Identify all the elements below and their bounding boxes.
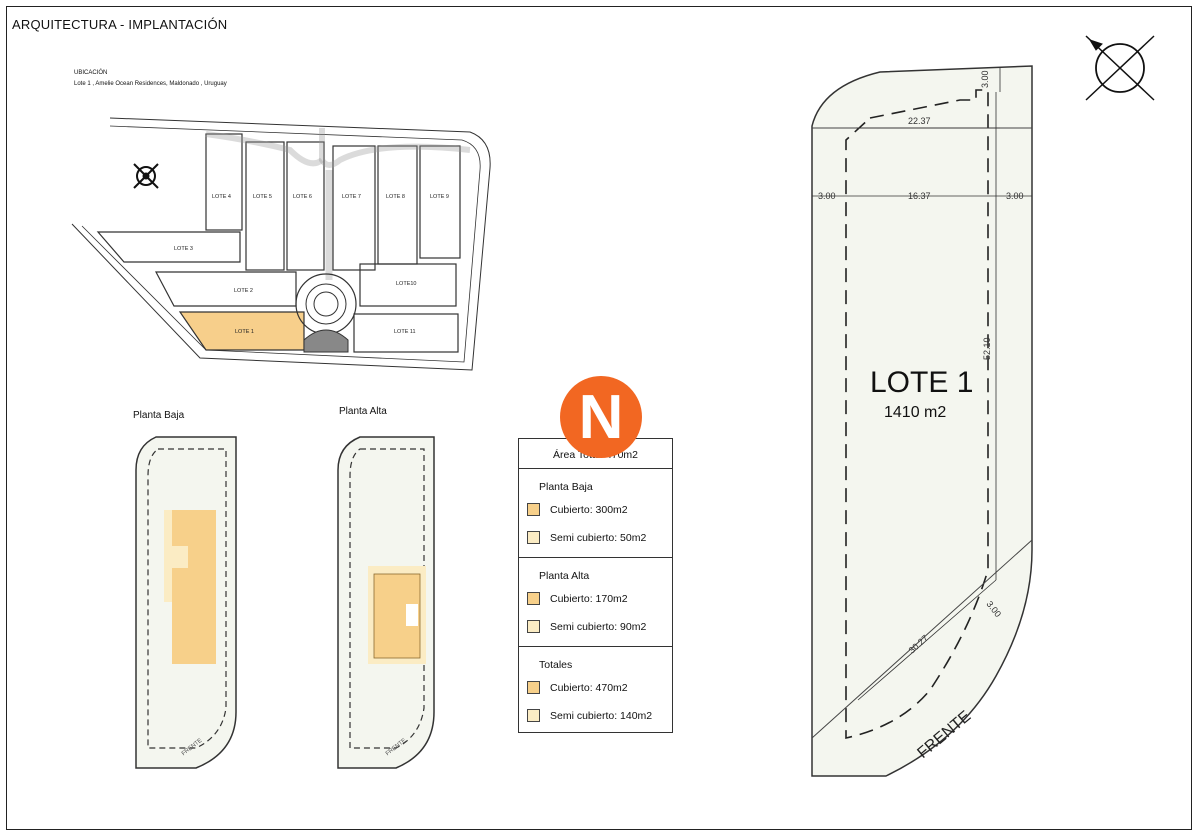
cubierto-swatch <box>527 592 540 605</box>
lot-11-shape <box>353 313 459 353</box>
legend-row-semi: Semi cubierto: 50m2 <box>527 531 646 544</box>
planta-baja-notch <box>164 546 188 568</box>
dim-top: 3.00 <box>980 70 990 88</box>
location-heading: UBICACIÓN <box>74 70 108 76</box>
legend-section-planta-baja: Planta Baja Cubierto: 300m2 Semi cubiert… <box>519 469 672 558</box>
brand-logo: N <box>560 376 642 458</box>
dim-right-setback: 3.00 <box>1006 191 1024 201</box>
legend-section-title: Planta Baja <box>539 481 593 493</box>
semi-cubierto-swatch <box>527 620 540 633</box>
lot-4-shape <box>205 133 243 231</box>
lot-label: LOTE10 <box>396 281 416 287</box>
lot-label: LOTE 3 <box>174 246 193 252</box>
planta-alta-setback <box>349 448 425 749</box>
legend-section-totales: Totales Cubierto: 470m2 Semi cubierto: 1… <box>519 647 672 735</box>
roundabout-gate <box>303 329 349 353</box>
roundabout-outer <box>295 273 357 335</box>
legend-section-title: Planta Alta <box>539 570 590 582</box>
site-outline <box>71 117 491 371</box>
lot-label: LOTE 4 <box>212 194 231 200</box>
lote-1-area: 1410 m2 <box>884 404 947 421</box>
cubierto-swatch <box>527 681 540 694</box>
roundabout-inner <box>313 291 339 317</box>
legend-row-label: Cubierto: 470m2 <box>550 681 628 694</box>
planta-alta-label: Planta Alta <box>339 406 387 417</box>
semi-cubierto-swatch <box>527 531 540 544</box>
drawing-sheet-border <box>6 6 1192 830</box>
lot-3-shape <box>96 231 241 263</box>
planta-baja-setback <box>147 448 227 749</box>
legend-row-cubierto: Cubierto: 470m2 <box>527 681 628 694</box>
lot-label: LOTE 1 <box>235 329 254 335</box>
legend-row-label: Cubierto: 170m2 <box>550 592 628 605</box>
lot-label: LOTE 9 <box>430 194 449 200</box>
legend-row-semi: Semi cubierto: 140m2 <box>527 709 652 722</box>
lot-label: LOTE 5 <box>253 194 272 200</box>
lot-2-shape <box>155 271 297 307</box>
lote-1-outline <box>811 65 1033 777</box>
legend-row-cubierto: Cubierto: 300m2 <box>527 503 628 516</box>
legend-row-label: Semi cubierto: 140m2 <box>550 709 653 722</box>
lote-1-detail-plan <box>811 65 1033 777</box>
legend-row-label: Semi cubierto: 50m2 <box>550 531 647 544</box>
cubierto-swatch <box>527 503 540 516</box>
lote-1-title: LOTE 1 <box>870 366 974 399</box>
legend-row-semi: Semi cubierto: 90m2 <box>527 620 646 633</box>
dim-depth: 52.10 <box>982 337 992 360</box>
planta-baja-label: Planta Baja <box>133 410 185 421</box>
lot-9-shape <box>419 145 461 259</box>
lot-6-shape <box>286 141 325 271</box>
lote-1-front-line <box>811 539 1033 739</box>
dim-width-top: 22.37 <box>908 116 931 126</box>
dim-front-line <box>857 579 997 701</box>
planta-baja-cubierto <box>172 510 216 664</box>
location-address: Lote 1 , Amelie Ocean Residences, Maldon… <box>74 81 227 87</box>
legend-section-planta-alta: Planta Alta Cubierto: 170m2 Semi cubiert… <box>519 558 672 647</box>
lot-label: LOTE 2 <box>234 288 253 294</box>
lot-label: LOTE 7 <box>342 194 361 200</box>
lot-label: LOTE 8 <box>386 194 405 200</box>
lot-7-shape <box>332 145 376 271</box>
site-inner-outline <box>81 125 481 363</box>
area-legend: Área Total: 470m2 Planta Baja Cubierto: … <box>518 438 673 733</box>
legend-section-title: Totales <box>539 659 573 671</box>
planta-baja-plan: FRENTE <box>135 436 237 769</box>
page-title: ARQUITECTURA - IMPLANTACIÓN <box>12 17 228 32</box>
lot-label: LOTE 6 <box>293 194 312 200</box>
semi-cubierto-swatch <box>527 709 540 722</box>
planta-alta-void <box>406 604 418 626</box>
masterplan <box>71 117 491 371</box>
dim-inner-width: 16.37 <box>908 191 931 201</box>
lot-5-shape <box>245 141 285 271</box>
planta-alta-plan: FRENTE <box>337 436 435 769</box>
masterplan-compass-icon <box>133 163 159 189</box>
road-axis-left <box>205 131 324 167</box>
lot-10-shape <box>359 263 457 307</box>
roundabout-mid <box>305 283 347 325</box>
road-axis <box>319 128 471 168</box>
dim-left-setback: 3.00 <box>818 191 836 201</box>
lot-8-shape <box>377 145 418 265</box>
legend-row-label: Semi cubierto: 90m2 <box>550 620 647 633</box>
north-compass-icon <box>1085 35 1155 101</box>
lot-label: LOTE 11 <box>394 329 416 335</box>
brand-logo-letter: N <box>578 383 624 452</box>
legend-row-label: Cubierto: 300m2 <box>550 503 628 516</box>
lote-1-setback <box>845 89 989 739</box>
legend-row-cubierto: Cubierto: 170m2 <box>527 592 628 605</box>
